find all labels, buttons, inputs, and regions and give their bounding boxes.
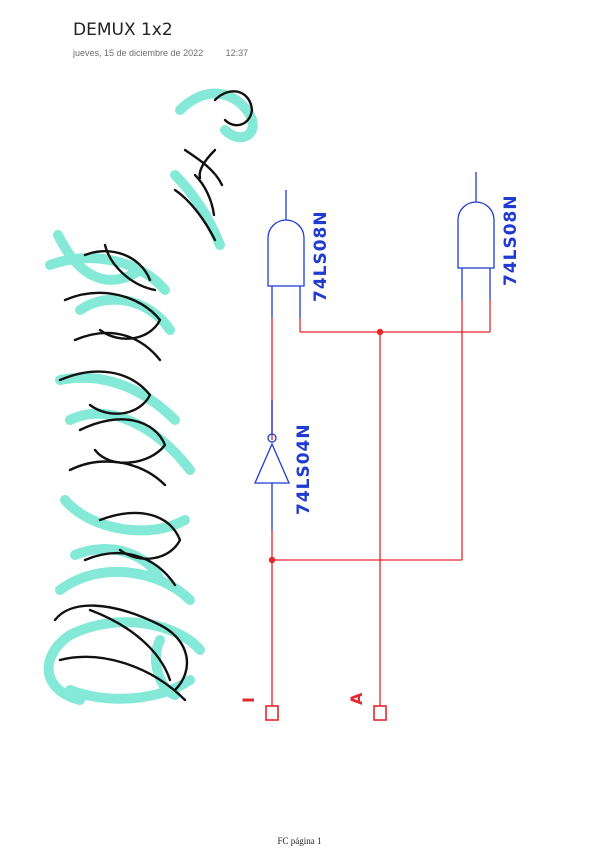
page-time: 12:37: [225, 48, 249, 58]
label-input-select: A: [347, 692, 366, 705]
handwritten-title: [43, 88, 258, 705]
label-input-data: I: [239, 697, 258, 703]
input-terminals: [265, 705, 387, 721]
and-gate-top: [267, 190, 305, 318]
page-date: jueves, 15 de diciembre de 2022: [73, 48, 204, 58]
terminal-data: [265, 705, 279, 721]
label-and-gate-right: 74LS08N: [501, 194, 521, 286]
page-title: DEMUX 1x2: [73, 20, 173, 40]
junction-data: [268, 556, 276, 564]
and-gate-right: [457, 172, 495, 300]
inverter-gate: [254, 400, 290, 530]
label-inverter: 74LS04N: [294, 423, 314, 515]
page-footer: FC página 1: [277, 836, 322, 846]
label-and-gate-top: 74LS08N: [311, 210, 331, 302]
page-meta: jueves, 15 de diciembre de 2022 12:37: [73, 48, 248, 58]
junction-select: [376, 328, 384, 336]
junctions: [268, 328, 384, 564]
terminal-select: [373, 705, 387, 721]
